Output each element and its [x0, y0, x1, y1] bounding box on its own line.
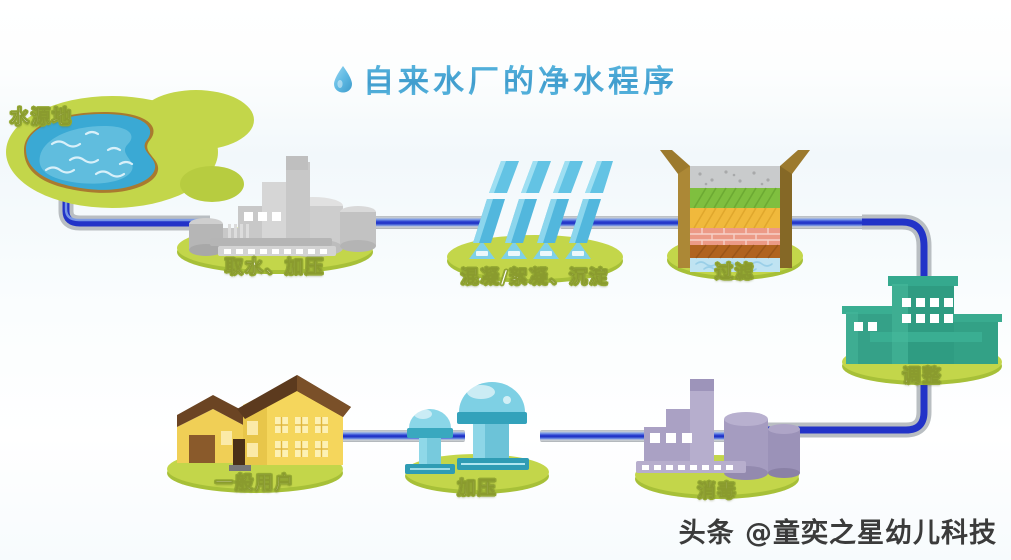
page-title-text: 自来水厂的净水程序: [363, 56, 678, 101]
step-filtration[interactable]: 过滤: [650, 140, 820, 290]
label-filtration: 过滤: [715, 262, 755, 284]
water-drop-icon: [333, 65, 353, 93]
label-coagulation: 混凝/絮凝、沉淀: [460, 267, 610, 289]
label-consumer: 一般用户: [215, 473, 295, 495]
step-adjustment[interactable]: 调整: [830, 270, 1011, 390]
step-boosting[interactable]: 加压: [395, 370, 560, 500]
watermark: 头条 @童奕之星幼儿科技: [678, 518, 997, 549]
step-disinfection[interactable]: 消毒: [620, 375, 815, 503]
pipe-source-to-intake: [58, 185, 210, 231]
label-boosting: 加压: [457, 478, 498, 500]
label-disinfection: 消毒: [697, 481, 738, 503]
pipe-coagulation-to-filtration: [560, 216, 710, 229]
label-intake: 取水、加压: [225, 257, 325, 279]
label-adjustment: 调整: [902, 366, 943, 388]
label-source: 水源地: [10, 106, 74, 129]
pipe-adjustment-to-disinfection: [760, 330, 960, 445]
page-title: 自来水厂的净水程序: [0, 56, 1011, 101]
step-source[interactable]: 水源地: [0, 88, 260, 228]
step-intake[interactable]: 取水、加压: [170, 150, 380, 278]
step-coagulation[interactable]: 混凝/絮凝、沉淀: [435, 155, 635, 290]
pipe-bend-to-adjustment: [862, 196, 952, 306]
step-consumer[interactable]: 一般用户: [155, 365, 355, 500]
